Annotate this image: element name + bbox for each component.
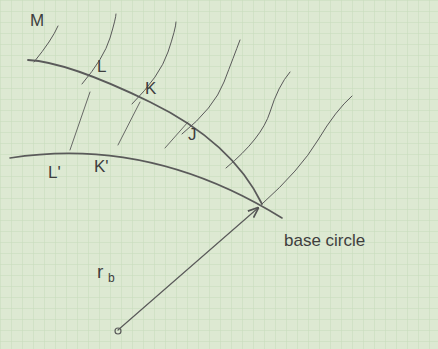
center-point — [115, 328, 121, 334]
involute-curve — [132, 22, 176, 104]
point-label: M — [30, 12, 44, 29]
tangent-line — [118, 102, 140, 145]
point-label: K' — [94, 158, 109, 175]
involute-curve — [82, 14, 116, 84]
tangent-line — [165, 122, 188, 148]
involute-curve — [262, 96, 352, 204]
base-circle-arc — [10, 153, 282, 218]
radius-arrow — [118, 208, 258, 330]
involute-curve — [182, 40, 240, 134]
point-label: K — [145, 80, 156, 97]
tangent-line — [70, 92, 90, 150]
involute-curve — [28, 60, 262, 204]
involute-curve — [226, 72, 290, 168]
point-label: L — [97, 58, 106, 75]
involute-curve — [34, 26, 58, 62]
radius-subscript: b — [108, 272, 115, 284]
base-circle-label: base circle — [284, 232, 365, 249]
point-label: J — [188, 126, 197, 143]
radius-label: r — [97, 262, 103, 281]
point-label: L' — [48, 164, 61, 181]
